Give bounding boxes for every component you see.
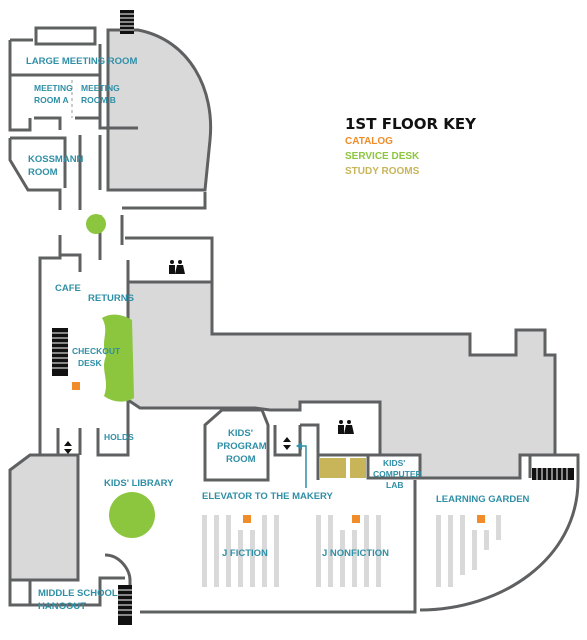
restroom-icon bbox=[169, 260, 185, 274]
study-room-1 bbox=[320, 458, 346, 478]
label-kids-computer-3: LAB bbox=[386, 480, 403, 490]
label-kids-program-2: PROGRAM bbox=[217, 441, 267, 452]
label-holds: HOLDS bbox=[104, 432, 134, 442]
shelves-j-fiction bbox=[202, 515, 279, 587]
label-kids-program-1: KIDS' bbox=[228, 428, 253, 439]
key-item-service-desk: SERVICE DESK bbox=[345, 151, 420, 162]
study-room-2 bbox=[350, 458, 366, 478]
label-middle-school-2: HANGOUT bbox=[38, 601, 86, 612]
walls bbox=[8, 26, 580, 614]
catalog-marker bbox=[243, 515, 251, 523]
label-learning-garden: LEARNING GARDEN bbox=[436, 494, 530, 505]
label-kids-library: KIDS' LIBRARY bbox=[104, 478, 174, 489]
label-kossmann-2: ROOM bbox=[28, 167, 58, 178]
label-cafe: CAFE bbox=[55, 283, 81, 294]
label-meeting-room-b-2: ROOM B bbox=[81, 95, 116, 105]
label-meeting-room-b-1: MEETING bbox=[81, 83, 120, 93]
label-checkout-1: CHECKOUT bbox=[72, 346, 121, 356]
key-item-study-rooms: STUDY ROOMS bbox=[345, 166, 420, 177]
floor-key: 1ST FLOOR KEY CATALOG SERVICE DESK STUDY… bbox=[345, 115, 477, 177]
catalog-marker bbox=[352, 515, 360, 523]
stairs-icon bbox=[118, 585, 132, 625]
label-j-nonfiction: J NONFICTION bbox=[322, 548, 389, 559]
staff-area-left bbox=[8, 453, 80, 582]
shelves-j-nonfiction bbox=[316, 515, 381, 587]
elevator-icon bbox=[283, 437, 291, 450]
label-middle-school-1: MIDDLE SCHOOL bbox=[38, 588, 118, 599]
label-kids-computer-1: KIDS' bbox=[383, 458, 405, 468]
catalog-marker bbox=[477, 515, 485, 523]
label-meeting-room-a-2: ROOM A bbox=[34, 95, 69, 105]
catalog-marker bbox=[72, 382, 80, 390]
stairs-icon bbox=[120, 10, 134, 34]
label-kids-program-3: ROOM bbox=[226, 454, 256, 465]
key-item-catalog: CATALOG bbox=[345, 136, 393, 147]
service-desk-returns bbox=[102, 314, 134, 402]
label-j-fiction: J FICTION bbox=[222, 548, 268, 559]
label-meeting-room-a-1: MEETING bbox=[34, 83, 73, 93]
restroom-icon bbox=[338, 420, 354, 434]
shelves-learning-garden bbox=[436, 515, 501, 587]
stairs-icon bbox=[532, 468, 574, 480]
label-elevator-makery: ELEVATOR TO THE MAKERY bbox=[202, 491, 334, 502]
label-checkout-2: DESK bbox=[78, 358, 102, 368]
label-returns: RETURNS bbox=[88, 293, 134, 304]
staff-area-main bbox=[126, 280, 557, 480]
label-large-meeting-room: LARGE MEETING ROOM bbox=[26, 56, 137, 67]
makery-arrow-head bbox=[296, 442, 302, 450]
key-title: 1ST FLOOR KEY bbox=[345, 115, 477, 133]
stairs-icon bbox=[52, 328, 68, 376]
label-kids-computer-2: COMPUTER bbox=[373, 469, 422, 479]
service-desk-kids bbox=[109, 492, 155, 538]
service-desk-circle-top bbox=[86, 214, 106, 234]
label-kossmann-1: KOSSMANN bbox=[28, 154, 84, 165]
staff-area-top bbox=[106, 28, 213, 192]
elevator-icon bbox=[64, 441, 72, 454]
